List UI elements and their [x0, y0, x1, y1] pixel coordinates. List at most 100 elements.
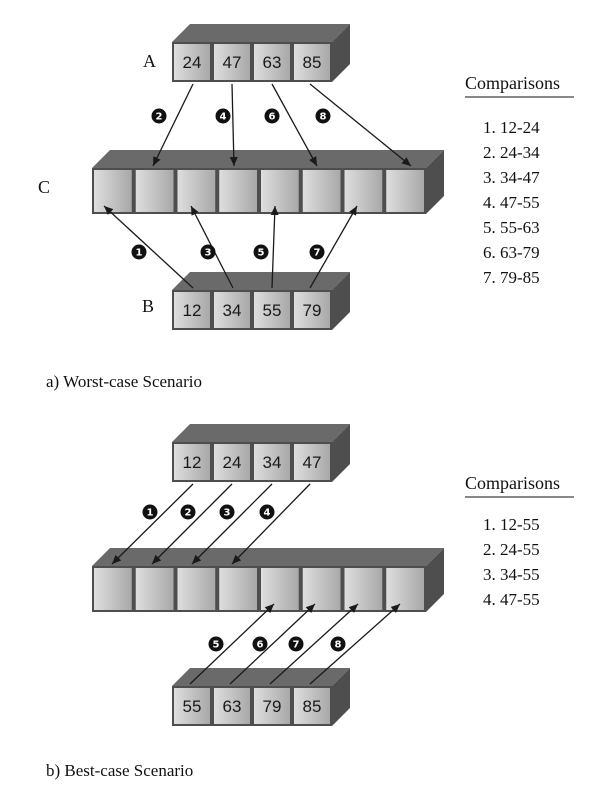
array-cell [302, 568, 341, 610]
merge-arrow [229, 603, 316, 685]
merge-arrows [103, 83, 412, 289]
step-badge: 5 [253, 244, 269, 260]
array-cell [254, 444, 290, 480]
cell-value: 79 [303, 301, 322, 320]
merge-arrow [269, 603, 359, 685]
step-number: 3 [224, 508, 231, 519]
cell-value: 85 [303, 53, 322, 72]
step-badge: 1 [131, 244, 147, 260]
step-badge: 5 [208, 636, 224, 652]
caption-worst-case: a) Worst-case Scenario [46, 372, 202, 391]
merge-arrow [271, 83, 318, 167]
comparisons-title: Comparisons [465, 473, 560, 493]
merge-arrow [111, 483, 194, 565]
step-number: 4 [264, 508, 271, 519]
array-top-face [172, 424, 350, 442]
array-cell [174, 292, 210, 328]
merge-arrow [270, 205, 279, 289]
step-number: 5 [258, 248, 265, 259]
step-badge-circle [200, 244, 216, 260]
cell-value: 63 [223, 697, 242, 716]
comparison-item: 3. 34-47 [483, 168, 540, 187]
step-badge: 6 [252, 636, 268, 652]
array-b: 12 34 55 79 [172, 272, 350, 330]
array-b-label: B [142, 296, 154, 316]
merge-arrow [152, 83, 194, 167]
array-c-label: C [38, 177, 50, 197]
step-badge: 6 [264, 108, 280, 124]
array-cell [174, 44, 210, 80]
step-badge: 4 [215, 108, 231, 124]
comparison-item: 3. 34-55 [483, 565, 540, 584]
array-top-face [92, 150, 444, 168]
step-badge: 3 [219, 504, 235, 520]
array-side-face [332, 668, 350, 726]
step-badge: 2 [180, 504, 196, 520]
array-cell [214, 292, 250, 328]
merge-arrow [103, 205, 194, 289]
cell-value: 55 [183, 697, 202, 716]
step-badge-circle [180, 504, 196, 520]
array-cell [386, 170, 424, 212]
cell-value: 24 [183, 53, 202, 72]
array-cell [344, 170, 383, 212]
array-cell [294, 688, 330, 724]
step-number: 1 [147, 508, 154, 519]
cell-value: 34 [223, 301, 242, 320]
step-badge-circle [259, 504, 275, 520]
array-cell [214, 44, 250, 80]
array-cell [94, 568, 132, 610]
array-cell [294, 292, 330, 328]
array-top-face [172, 24, 350, 42]
cell-value: 34 [263, 453, 282, 472]
merge-arrow [191, 483, 273, 565]
cell-value: 47 [303, 453, 322, 472]
cell-value: 12 [183, 301, 202, 320]
array-side-face [332, 272, 350, 330]
step-badge-circle [253, 244, 269, 260]
cell-value: 55 [263, 301, 282, 320]
cell-value: 24 [223, 453, 242, 472]
step-number: 6 [257, 640, 264, 651]
array-cell [254, 688, 290, 724]
array-cell [177, 170, 216, 212]
step-badge-circle [288, 636, 304, 652]
step-number: 2 [185, 508, 192, 519]
array-cell [261, 170, 299, 212]
comparison-item: 1. 12-55 [483, 515, 540, 534]
comparisons-title: Comparisons [465, 73, 560, 93]
cell-value: 85 [303, 697, 322, 716]
merge-arrow [151, 483, 233, 565]
array-cell [214, 688, 250, 724]
step-number: 7 [293, 640, 300, 651]
array-cell [302, 170, 341, 212]
array-cell [177, 568, 216, 610]
array-cell [135, 568, 174, 610]
array-c [92, 548, 444, 612]
comparison-item: 6. 63-79 [483, 243, 540, 262]
array-cell [174, 444, 210, 480]
merge-arrow [229, 83, 238, 167]
step-badge: 4 [259, 504, 275, 520]
step-number: 3 [205, 248, 212, 259]
merge-arrow [189, 603, 275, 685]
step-number: 7 [314, 248, 321, 259]
array-side-face [426, 150, 444, 214]
cell-value: 63 [263, 53, 282, 72]
comparisons-list-best: Comparisons 1. 12-55 2. 24-55 3. 34-55 4… [465, 473, 574, 609]
array-top-face [172, 272, 350, 290]
array-cell [219, 568, 257, 610]
step-badge-circle [208, 636, 224, 652]
comparison-item: 5. 55-63 [483, 218, 540, 237]
comparison-item: 7. 79-85 [483, 268, 540, 287]
comparison-item: 4. 47-55 [483, 193, 540, 212]
array-c [92, 150, 444, 214]
merge-arrows [111, 483, 401, 685]
comparison-item: 1. 12-24 [483, 118, 540, 137]
step-number: 5 [213, 640, 220, 651]
array-cell [254, 44, 290, 80]
